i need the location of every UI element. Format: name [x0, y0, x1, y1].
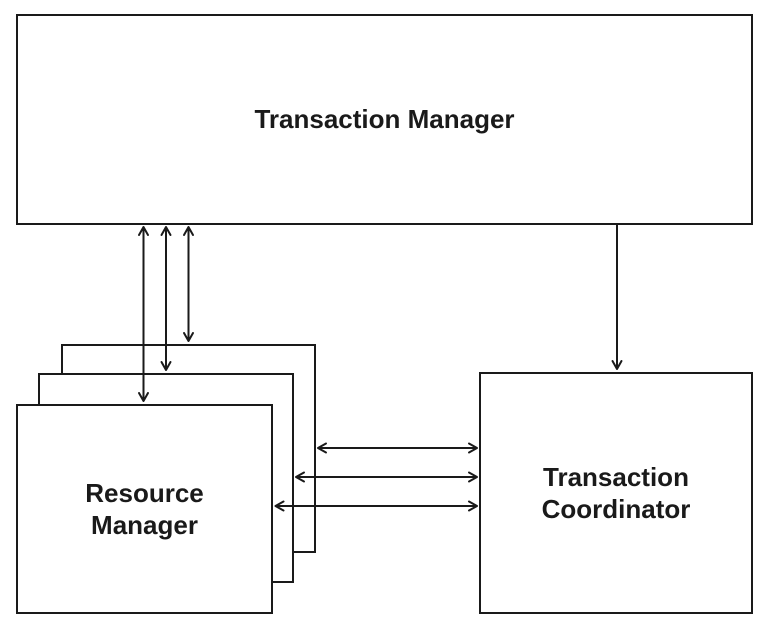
node-transaction-manager: Transaction Manager [16, 14, 753, 225]
resource-manager-label: Resource Manager [85, 477, 204, 541]
node-resource-manager: Resource Manager [16, 404, 273, 614]
transaction-coordinator-label: Transaction Coordinator [541, 461, 691, 525]
node-transaction-coordinator: Transaction Coordinator [479, 372, 753, 614]
transaction-manager-label: Transaction Manager [254, 104, 515, 135]
